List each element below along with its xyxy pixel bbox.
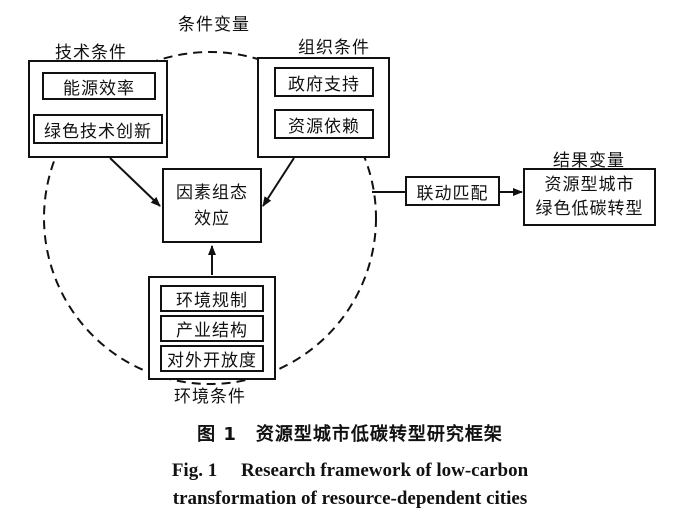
item-resource-dependence: 资源依赖 [274,109,374,139]
result-box: 资源型城市 绿色低碳转型 [523,168,656,226]
center-configuration-box: 因素组态 效应 [162,168,262,243]
organization-condition-box: 政府支持 资源依赖 [257,57,390,158]
technical-condition-box: 能源效率 绿色技术创新 [28,60,168,158]
arrow-technical-to-center [109,157,161,207]
environment-condition-title: 环境条件 [174,387,246,407]
figure-caption-en-line-2: transformation of resource-dependent cit… [172,488,528,509]
item-government-support: 政府支持 [274,67,374,97]
result-line-2: 绿色低碳转型 [535,199,644,219]
center-line-1: 因素组态 [176,182,248,203]
condition-circle [43,51,377,385]
linkage-matching-box: 联动匹配 [405,176,500,206]
item-openness: 对外开放度 [160,345,264,372]
item-environmental-regulation: 环境规制 [160,285,264,312]
result-line-1: 资源型城市 [544,175,635,195]
environment-condition-box: 环境规制 产业结构 对外开放度 [148,276,276,380]
arrow-organization-to-center [262,157,295,207]
result-variable-title: 结果变量 [553,151,625,171]
organization-condition-title: 组织条件 [298,38,370,58]
figure-caption-cn: 图 1 资源型城市低碳转型研究框架 [197,424,503,445]
technical-condition-title: 技术条件 [55,43,127,63]
framework-diagram: 条件变量 技术条件 能源效率 绿色技术创新 组织条件 政府支持 资源依赖 因素组… [28,15,656,407]
connector-lines [43,51,523,385]
figure-caption-en-line-1: Fig. 1 Research framework of low-carbon [171,460,529,481]
item-industrial-structure: 产业结构 [160,315,264,342]
condition-variable-label: 条件变量 [178,15,250,35]
item-energy-efficiency: 能源效率 [42,72,156,100]
item-green-tech-innovation: 绿色技术创新 [33,114,163,144]
center-line-2: 效应 [194,208,230,229]
